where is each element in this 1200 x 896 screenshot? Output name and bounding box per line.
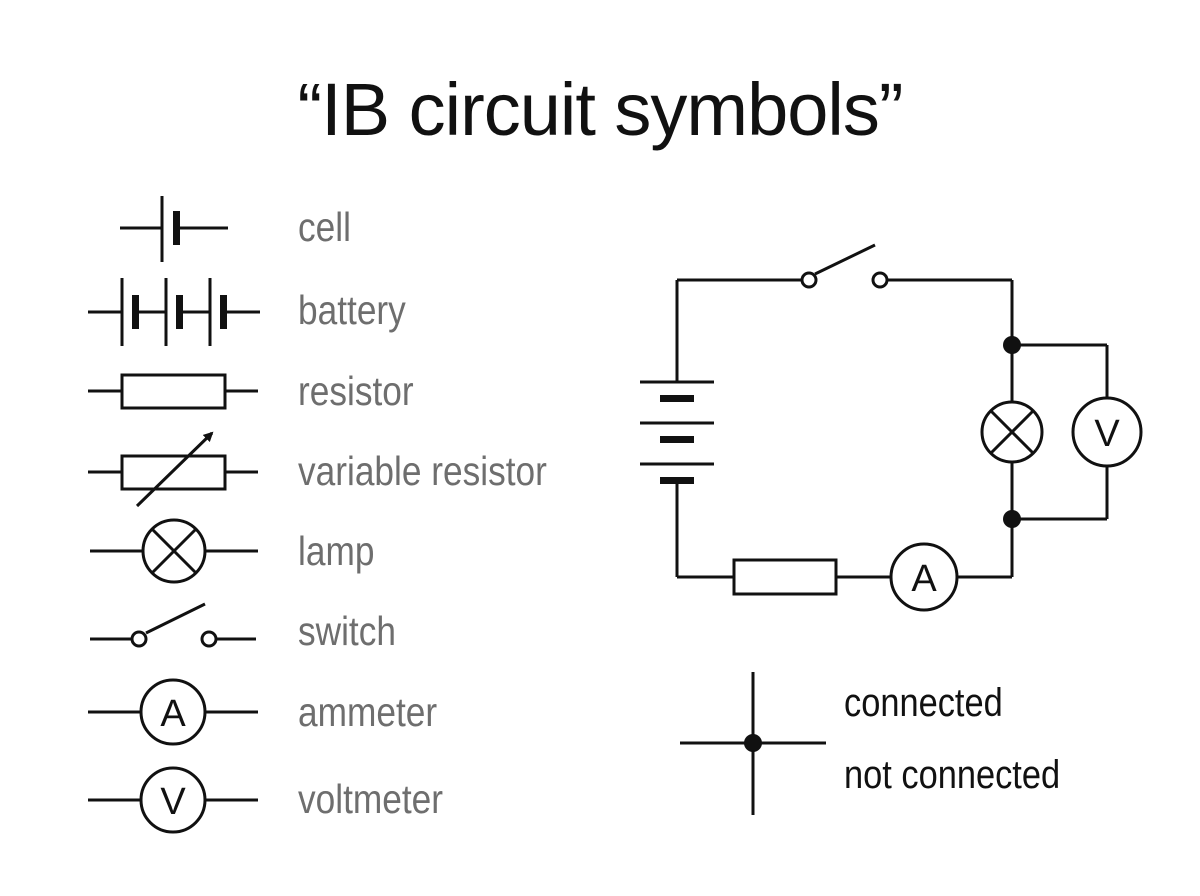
voltmeter-symbol-letter: V bbox=[160, 781, 186, 823]
circuit-ammeter-letter: A bbox=[911, 558, 937, 600]
label-ammeter: ammeter bbox=[298, 689, 438, 735]
lamp-icon bbox=[90, 518, 258, 584]
switch-icon bbox=[90, 602, 256, 648]
voltmeter-icon bbox=[88, 766, 258, 834]
legend-connected-label: connected bbox=[844, 681, 1003, 725]
circuit-diagram bbox=[640, 243, 1143, 612]
page-title: “IB circuit symbols” bbox=[297, 68, 904, 151]
label-voltmeter: voltmeter bbox=[298, 776, 444, 822]
legend-junction-dot bbox=[744, 734, 762, 752]
label-switch: switch bbox=[298, 608, 396, 654]
circuit-switch-left-terminal bbox=[800, 271, 818, 289]
legend-not-connected-label: not connected bbox=[844, 753, 1061, 797]
ammeter-icon bbox=[88, 678, 258, 746]
cell-icon bbox=[120, 196, 228, 262]
label-battery: battery bbox=[298, 287, 406, 333]
label-cell: cell bbox=[298, 204, 351, 250]
circuit-switch-right-terminal bbox=[871, 271, 889, 289]
resistor-icon bbox=[88, 373, 258, 410]
label-lamp: lamp bbox=[298, 528, 375, 574]
circuit-voltmeter-letter: V bbox=[1094, 413, 1120, 455]
junction-dot-top bbox=[1003, 336, 1021, 354]
variable-resistor-icon bbox=[88, 431, 258, 508]
junction-dot-bottom bbox=[1003, 510, 1021, 528]
label-resistor: resistor bbox=[298, 368, 414, 414]
battery-icon bbox=[88, 278, 260, 346]
circuit-switch-lever bbox=[814, 243, 876, 276]
ammeter-symbol-letter: A bbox=[160, 693, 186, 735]
label-variable-resistor: variable resistor bbox=[298, 448, 547, 494]
